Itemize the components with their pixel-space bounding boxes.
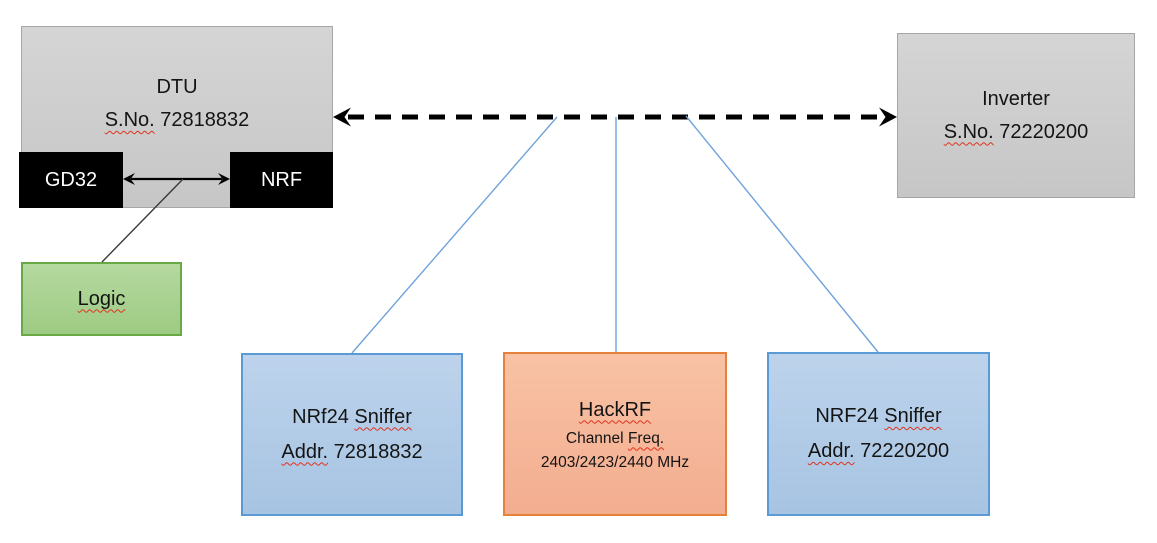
inverter-title: Inverter	[982, 87, 1050, 110]
sniffer-right-title-word: Sniffer	[884, 405, 942, 427]
sniffer-left-addr: Addr. 72818832	[281, 435, 422, 470]
hackrf-freq-word: Freq.	[627, 429, 665, 447]
tap-line-sniffer-left	[351, 116, 558, 354]
gd32-label: GD32	[44, 168, 98, 191]
inverter-serial: S.No. 72220200	[944, 116, 1089, 149]
inverter-serial-value: 72220200	[999, 120, 1089, 143]
dtu-title: DTU	[156, 76, 198, 98]
sniffer-left-title-word: Sniffer	[354, 405, 412, 428]
logic-box: Logic	[21, 262, 182, 336]
sniffer-left-title-prefix: NRf24	[292, 405, 349, 428]
sniffer-right-title: NRF24 Sniffer	[815, 399, 941, 434]
sniffer-right-addr: Addr. 72220200	[808, 434, 949, 469]
inverter-serial-label: S.No.	[943, 120, 994, 143]
gd32-box: GD32	[19, 152, 123, 208]
sniffer-right-addr-label: Addr.	[807, 440, 855, 462]
dashed-arrowhead-left-icon	[333, 107, 351, 127]
dtu-serial-label: S.No.	[104, 109, 155, 131]
nrf24-sniffer-left-box: NRf24 Sniffer Addr. 72818832	[241, 353, 463, 516]
inverter-box: Inverter S.No. 72220200	[897, 33, 1135, 198]
sniffer-right-title-prefix: NRF24	[815, 405, 879, 427]
nrf-label: NRF	[260, 168, 303, 191]
sniffer-right-addr-value: 72220200	[860, 440, 950, 462]
dashed-arrowhead-right-icon	[879, 107, 897, 127]
hackrf-freq-value: 2403/2423/2440 MHz	[540, 453, 690, 471]
hackrf-title: HackRF	[578, 398, 652, 421]
nrf24-sniffer-right-box: NRF24 Sniffer Addr. 72220200	[767, 352, 990, 516]
logic-label: Logic	[77, 287, 126, 310]
dtu-serial-value: 72818832	[160, 109, 250, 131]
hackrf-channel-freq-label: Channel Freq.	[566, 427, 664, 451]
sniffer-left-title: NRf24 Sniffer	[292, 400, 412, 435]
sniffer-left-addr-value: 72818832	[333, 440, 423, 463]
dtu-serial: S.No. 72818832	[105, 104, 250, 137]
hackrf-channel-word: Channel	[565, 429, 624, 447]
sniffer-left-addr-label: Addr.	[281, 440, 329, 463]
tap-line-sniffer-right	[685, 115, 879, 353]
hackrf-box: HackRF Channel Freq. 2403/2423/2440 MHz	[503, 352, 727, 516]
nrf-box: NRF	[230, 152, 333, 208]
